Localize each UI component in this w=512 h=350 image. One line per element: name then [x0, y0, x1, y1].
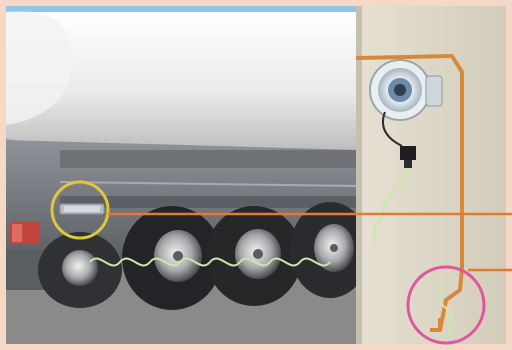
tail-light-glare [12, 224, 22, 242]
truck-grounding-point [60, 204, 104, 214]
wheel [206, 206, 302, 306]
wheel [38, 232, 122, 308]
tanker-tank [6, 12, 360, 150]
